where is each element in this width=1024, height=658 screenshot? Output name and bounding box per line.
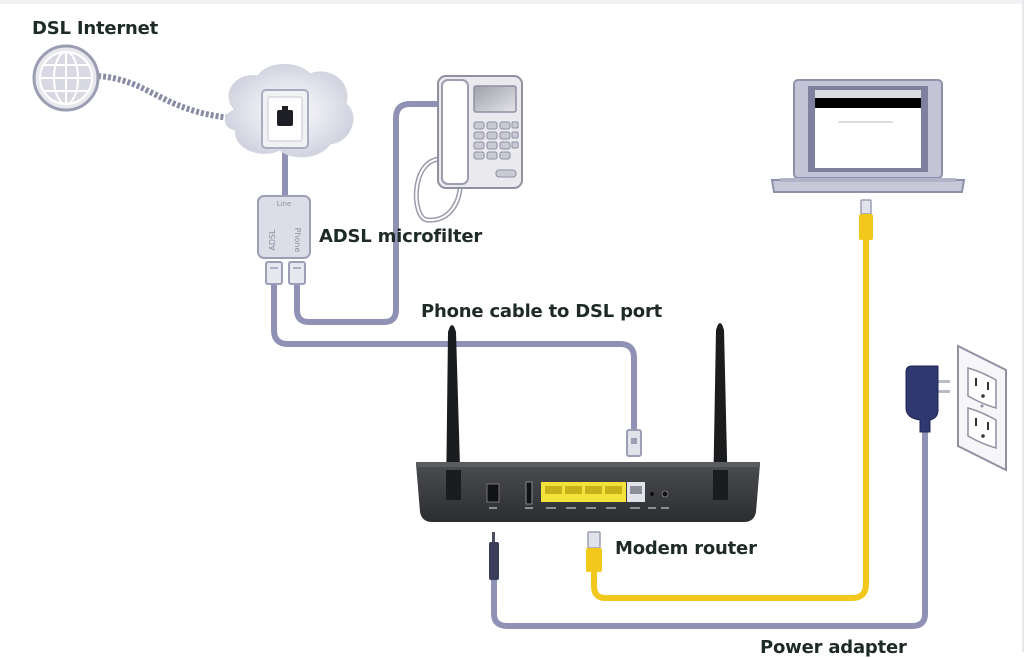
power-barrel-plug xyxy=(489,532,499,580)
microfilter-phone-label: Phone xyxy=(293,228,302,253)
label-power-adapter: Power adapter xyxy=(760,637,907,658)
filter-to-phone-cable xyxy=(294,101,438,325)
power-cable xyxy=(491,430,928,629)
globe-icon xyxy=(32,44,100,112)
label-phone-cable: Phone cable to DSL port xyxy=(421,301,663,322)
microfilter-icon: Line ADSL Phone xyxy=(257,195,311,285)
dsl-cable-plug xyxy=(626,429,642,457)
laptop-ethernet-plug xyxy=(859,199,873,240)
power-plug-icon xyxy=(905,365,950,433)
label-adsl-microfilter: ADSL microfilter xyxy=(319,226,483,247)
label-modem-router: Modem router xyxy=(615,538,757,559)
wall-outlet-icon xyxy=(957,344,1007,472)
laptop-icon xyxy=(770,79,966,193)
right-antenna xyxy=(713,323,728,500)
telephone-icon xyxy=(413,75,523,223)
phone-jack-icon xyxy=(261,89,309,149)
right-border xyxy=(1022,0,1024,652)
microfilter-adsl-label: ADSL xyxy=(268,229,277,251)
left-antenna xyxy=(446,325,461,500)
dsl-line-cable xyxy=(97,73,231,121)
ethernet-cable xyxy=(591,238,869,601)
microfilter-line-label: Line xyxy=(277,200,292,208)
router-ethernet-plug xyxy=(586,531,602,572)
top-border-strip xyxy=(0,0,1024,4)
label-dsl-internet: DSL Internet xyxy=(32,18,159,39)
modem-router-icon xyxy=(416,323,760,522)
